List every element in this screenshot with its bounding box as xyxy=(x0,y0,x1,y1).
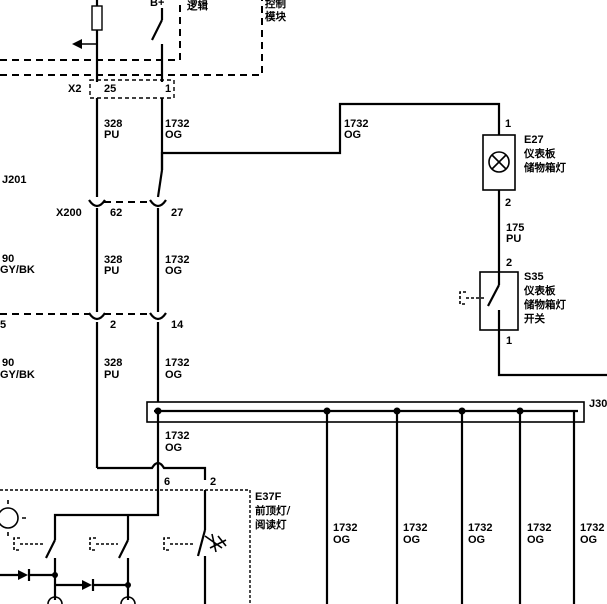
s35-name-1: 仪表板 xyxy=(523,284,556,297)
fuse-symbol xyxy=(91,5,103,31)
wire-1732-og-branch xyxy=(156,169,164,198)
module-box-outline xyxy=(0,0,181,61)
e37f-pin-b: 2 xyxy=(210,476,216,488)
s35-name-3: 开关 xyxy=(524,312,545,325)
x2-pin-b: 1 xyxy=(165,83,171,95)
w2-col: OG xyxy=(165,129,182,141)
e27-pin-top: 1 xyxy=(505,118,511,130)
mid-pin-a: 2 xyxy=(110,319,116,331)
w2-num: 1732 xyxy=(165,118,189,130)
left2-col: GY/BK xyxy=(0,369,35,381)
e37f-diode-1-icon xyxy=(18,570,28,580)
w4-num: 328 xyxy=(104,254,122,266)
bottom-wire-3-num: 1732 xyxy=(468,522,492,534)
w4-col: PU xyxy=(104,265,119,277)
bplus-switch-blade xyxy=(151,19,163,41)
output-arrow-icon xyxy=(72,39,82,49)
e27-name-2: 储物箱灯 xyxy=(524,161,566,174)
control-label-2: 模块 xyxy=(265,10,286,23)
left1-col: GY/BK xyxy=(0,264,35,276)
inline-pin-b-socket xyxy=(149,312,167,321)
x2-label: X2 xyxy=(68,83,81,95)
e37f-switch-2-blade xyxy=(118,539,129,559)
wire-s35-out xyxy=(497,330,607,377)
logic-label: 逻辑 xyxy=(187,0,208,12)
j30-splice-bar xyxy=(146,401,585,423)
control-module-box-outline xyxy=(0,0,263,76)
w1-num: 328 xyxy=(104,118,122,130)
e37f-switch-2-actuator xyxy=(89,537,118,551)
bottom-wire-1-col: OG xyxy=(333,534,350,546)
s35-switch-blade xyxy=(487,284,500,307)
w9-col: PU xyxy=(506,233,521,245)
e27-lamp-icon xyxy=(488,151,510,173)
bottom-wire-4-col: OG xyxy=(527,534,544,546)
w5-col: OG xyxy=(165,265,182,277)
bottom-wire-3-col: OG xyxy=(468,534,485,546)
s35-pin-top: 2 xyxy=(506,257,512,269)
j201-label: J201 xyxy=(2,174,26,186)
s35-name-2: 储物箱灯 xyxy=(524,298,566,311)
e37f-lamp-icon xyxy=(0,507,19,529)
w8-col: OG xyxy=(165,442,182,454)
e37f-switch-3-actuator xyxy=(163,537,194,551)
x200-pin-a-socket xyxy=(88,199,106,208)
e37f-antenna-icon xyxy=(204,533,227,553)
bottom-wire-5-col: OG xyxy=(580,534,597,546)
bottom-wire-2-num: 1732 xyxy=(403,522,427,534)
wire-1732-og-to-e27 xyxy=(160,102,501,170)
x2-connector xyxy=(89,79,175,99)
bottom-wire-1-num: 1732 xyxy=(333,522,357,534)
e37f-name-2: 阅读灯 xyxy=(255,518,287,531)
w6-col: PU xyxy=(104,369,119,381)
x200-pin-b-socket xyxy=(149,199,167,208)
w1-col: PU xyxy=(104,129,119,141)
e27-name-1: 仪表板 xyxy=(523,147,556,160)
e37f-outline xyxy=(0,489,251,604)
e37f-switch-3-blade xyxy=(196,529,207,557)
s35-pin-bottom: 1 xyxy=(506,335,512,347)
w7-col: OG xyxy=(165,369,182,381)
e37f-name-1: 前顶灯/ xyxy=(255,504,290,517)
e37f-switch-1-blade xyxy=(45,539,56,559)
x2-pin-a: 25 xyxy=(104,83,116,95)
w9-num: 175 xyxy=(506,222,524,234)
bplus-label: B+ xyxy=(150,0,164,9)
s35-actuator-icon xyxy=(459,291,486,305)
mid-pin-b: 14 xyxy=(171,319,184,331)
x200-pin-a: 62 xyxy=(110,207,122,219)
w3-num: 1732 xyxy=(344,118,368,130)
e37f-switch-1-actuator xyxy=(13,537,44,551)
control-label-1: 控制 xyxy=(265,0,286,10)
w3-col: OG xyxy=(344,129,361,141)
e27-pin-bottom: 2 xyxy=(505,197,511,209)
x200-pin-b: 27 xyxy=(171,207,183,219)
e27-ref: E27 xyxy=(524,134,544,146)
j30-label: J30 xyxy=(589,398,607,410)
x200-label: X200 xyxy=(56,207,82,219)
bottom-wire-5-num: 1732 xyxy=(580,522,604,534)
e37f-ref: E37F xyxy=(255,491,282,503)
bottom-wire-4-num: 1732 xyxy=(527,522,551,534)
inline-pin-a-socket xyxy=(88,312,106,321)
bottom-wire-2-col: OG xyxy=(403,534,420,546)
wire-328-pu-to-e37f xyxy=(97,461,207,480)
w5-num: 1732 xyxy=(165,254,189,266)
left2-num: 90 xyxy=(2,357,14,369)
e37f-pin-a: 6 xyxy=(164,476,170,488)
w6-num: 328 xyxy=(104,357,122,369)
w8-num: 1732 xyxy=(165,430,189,442)
s35-ref: S35 xyxy=(524,271,544,283)
w7-num: 1732 xyxy=(165,357,189,369)
e37f-diode-2-icon xyxy=(82,580,92,590)
left1-num: 90 xyxy=(2,253,14,265)
mid-left-pin: 5 xyxy=(0,319,6,331)
